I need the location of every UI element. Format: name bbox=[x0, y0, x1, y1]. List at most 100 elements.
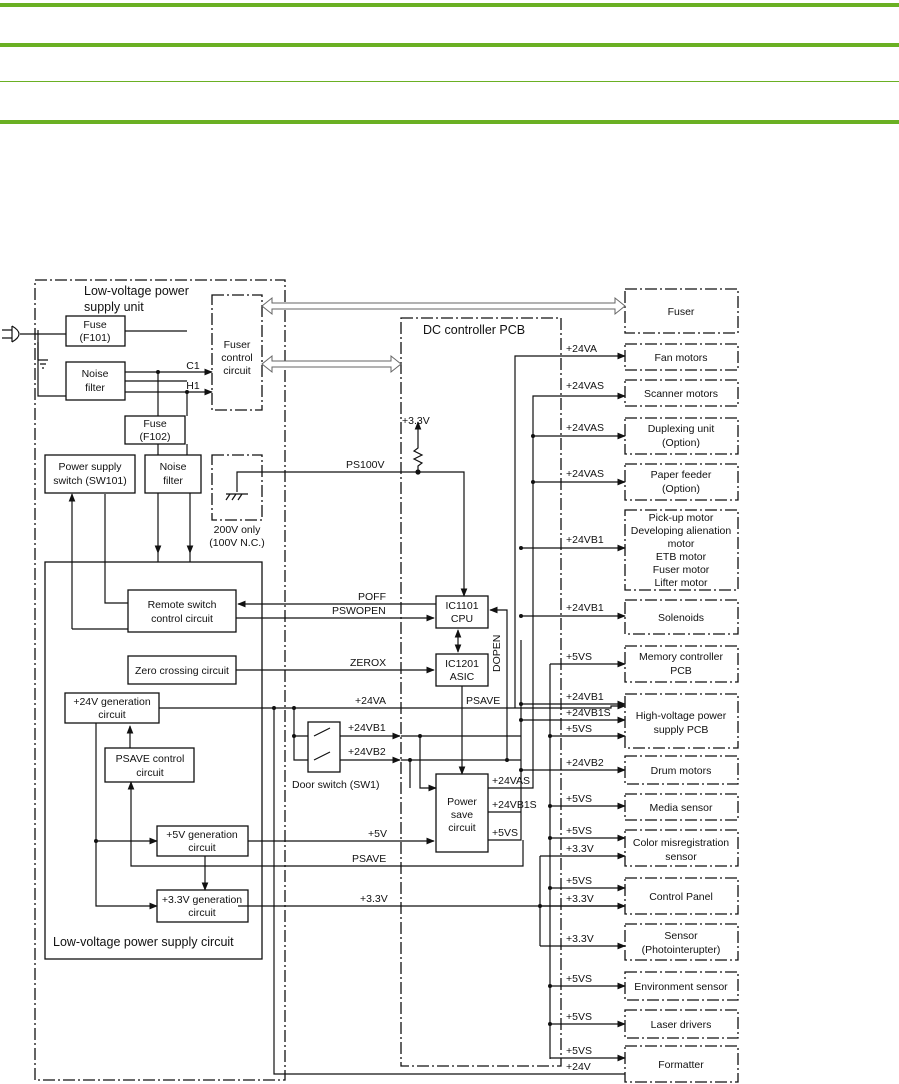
gen-5v-l1: +5V generation bbox=[166, 829, 238, 841]
power-switch-box bbox=[44, 454, 136, 494]
ps-out-5vs: +5VS bbox=[492, 827, 518, 839]
psave-label: PSAVE bbox=[466, 695, 500, 707]
out-color-l1: Color misregistration bbox=[633, 837, 729, 849]
out-motors-l1: Pick-up motor bbox=[649, 512, 714, 524]
dc-title: DC controller PCB bbox=[423, 323, 525, 337]
power-save-l2: save bbox=[451, 809, 473, 821]
asic-box bbox=[435, 653, 489, 687]
out-hv-l2: supply PCB bbox=[654, 724, 709, 736]
psave-control-box bbox=[104, 747, 195, 783]
rail-solenoids: +24VB1 bbox=[566, 602, 604, 614]
psave-control-l1: PSAVE control bbox=[116, 753, 185, 765]
gen-24v-box bbox=[64, 692, 160, 724]
zerox-label: ZEROX bbox=[350, 657, 386, 669]
option-200v-l2: (100V N.C.) bbox=[209, 537, 264, 549]
power-switch-l1: Power supply bbox=[58, 461, 122, 473]
dc-controller-outline bbox=[400, 317, 562, 1067]
gen-33v-l2: circuit bbox=[188, 907, 216, 919]
v24va-label: +24VA bbox=[355, 695, 386, 707]
v5v-label: +5V bbox=[368, 828, 387, 840]
noise-filter-2-box bbox=[144, 454, 202, 494]
gen-5v-l2: circuit bbox=[188, 842, 216, 854]
out-memory-l2: PCB bbox=[670, 665, 692, 677]
thin-rule bbox=[0, 81, 899, 82]
rail-media: +5VS bbox=[566, 793, 592, 805]
cpu-l1: IC1101 bbox=[445, 600, 478, 612]
ps-out-24vas: +24VAS bbox=[492, 775, 530, 787]
out-feeder-l1: Paper feeder bbox=[651, 469, 712, 481]
rail-motors: +24VB1 bbox=[566, 534, 604, 546]
remote-switch-l2: control circuit bbox=[151, 613, 213, 625]
h1-label: H1 bbox=[186, 380, 200, 392]
rail-laser: +5VS bbox=[566, 1011, 592, 1023]
power-switch-l2: switch (SW101) bbox=[53, 475, 127, 487]
fuser-control-l2: control bbox=[221, 352, 253, 364]
bottom-rule bbox=[0, 120, 899, 124]
out-hv-l1: High-voltage power bbox=[636, 710, 727, 722]
rail-memory: +5VS bbox=[566, 651, 592, 663]
gen-33v-l1: +3.3V generation bbox=[162, 894, 242, 906]
rail-scanner: +24VAS bbox=[566, 380, 604, 392]
rail-fmt1: +5VS bbox=[566, 1045, 592, 1057]
rail-feeder: +24VAS bbox=[566, 468, 604, 480]
out-duplex-l2: (Option) bbox=[662, 437, 700, 449]
rail-duplex: +24VAS bbox=[566, 422, 604, 434]
fuse-f102-l1: Fuse bbox=[143, 418, 167, 430]
rail-env: +5VS bbox=[566, 973, 592, 985]
rail-hv1: +24VB1 bbox=[566, 691, 604, 703]
noise-filter-2-l1: Noise bbox=[160, 461, 187, 473]
remote-switch-l1: Remote switch bbox=[148, 599, 217, 611]
rail-hv2: +24VB1S bbox=[566, 707, 611, 719]
rail-fmt2: +24V bbox=[566, 1061, 591, 1073]
gen-24v-l2: circuit bbox=[98, 709, 126, 721]
out-motors-l6: Lifter motor bbox=[654, 577, 708, 589]
fuser-control-outline bbox=[211, 294, 263, 411]
ps-out-24vb1s: +24VB1S bbox=[492, 799, 537, 811]
out-feeder-l2: (Option) bbox=[662, 483, 700, 495]
lvps-label: Low-voltage power supply circuit bbox=[53, 935, 234, 949]
zero-crossing-label: Zero crossing circuit bbox=[135, 665, 229, 677]
fuse-f101-l2: (F101) bbox=[80, 332, 111, 344]
rail-cpanel1: +5VS bbox=[566, 875, 592, 887]
fuse-f102-box bbox=[124, 415, 186, 445]
top-rule bbox=[0, 3, 899, 7]
gen-24v-l1: +24V generation bbox=[73, 696, 151, 708]
out-fan: Fan motors bbox=[654, 352, 707, 364]
power-save-box bbox=[435, 773, 489, 853]
fuser-control-l1: Fuser bbox=[224, 339, 251, 351]
out-fuser: Fuser bbox=[668, 306, 695, 318]
rail-color2: +3.3V bbox=[566, 843, 594, 855]
out-motors-l4: ETB motor bbox=[656, 551, 707, 563]
rail-cpanel2: +3.3V bbox=[566, 893, 594, 905]
out-solenoids: Solenoids bbox=[658, 612, 704, 624]
lv-circuit-outline bbox=[44, 561, 263, 960]
rail-fan: +24VA bbox=[566, 343, 597, 355]
v24vb1-label: +24VB1 bbox=[348, 722, 386, 734]
ps100v-label: PS100V bbox=[346, 459, 385, 471]
fuser-control-l3: circuit bbox=[223, 365, 251, 377]
fuser-box bbox=[624, 288, 739, 334]
ac-plug-icon bbox=[2, 325, 66, 360]
noise-filter-1-l2: filter bbox=[85, 382, 105, 394]
color-misreg-box bbox=[624, 829, 739, 867]
section-rule bbox=[0, 43, 899, 47]
out-memory-l1: Memory controller bbox=[639, 651, 724, 663]
psave-control-l2: circuit bbox=[136, 767, 164, 779]
out-motors-l5: Fuser motor bbox=[653, 564, 710, 576]
noise-filter-1-l1: Noise bbox=[82, 368, 109, 380]
asic-l1: IC1201 bbox=[445, 658, 479, 670]
v24vb2-label: +24VB2 bbox=[348, 746, 386, 758]
out-drum: Drum motors bbox=[651, 765, 712, 777]
dopen-label: DOPEN bbox=[491, 635, 503, 672]
cpu-l2: CPU bbox=[451, 613, 473, 625]
asic-l2: ASIC bbox=[450, 671, 475, 683]
rail-drum: +24VB2 bbox=[566, 757, 604, 769]
formatter-box bbox=[624, 1045, 739, 1083]
out-sensor-l2: (Photointerupter) bbox=[642, 944, 721, 956]
option-200v-outline bbox=[211, 454, 263, 521]
door-switch-label: Door switch (SW1) bbox=[292, 779, 380, 791]
out-formatter: Formatter bbox=[658, 1059, 704, 1071]
rail-sensor: +3.3V bbox=[566, 933, 594, 945]
c1-label: C1 bbox=[186, 360, 200, 372]
cpu-box bbox=[435, 595, 489, 629]
